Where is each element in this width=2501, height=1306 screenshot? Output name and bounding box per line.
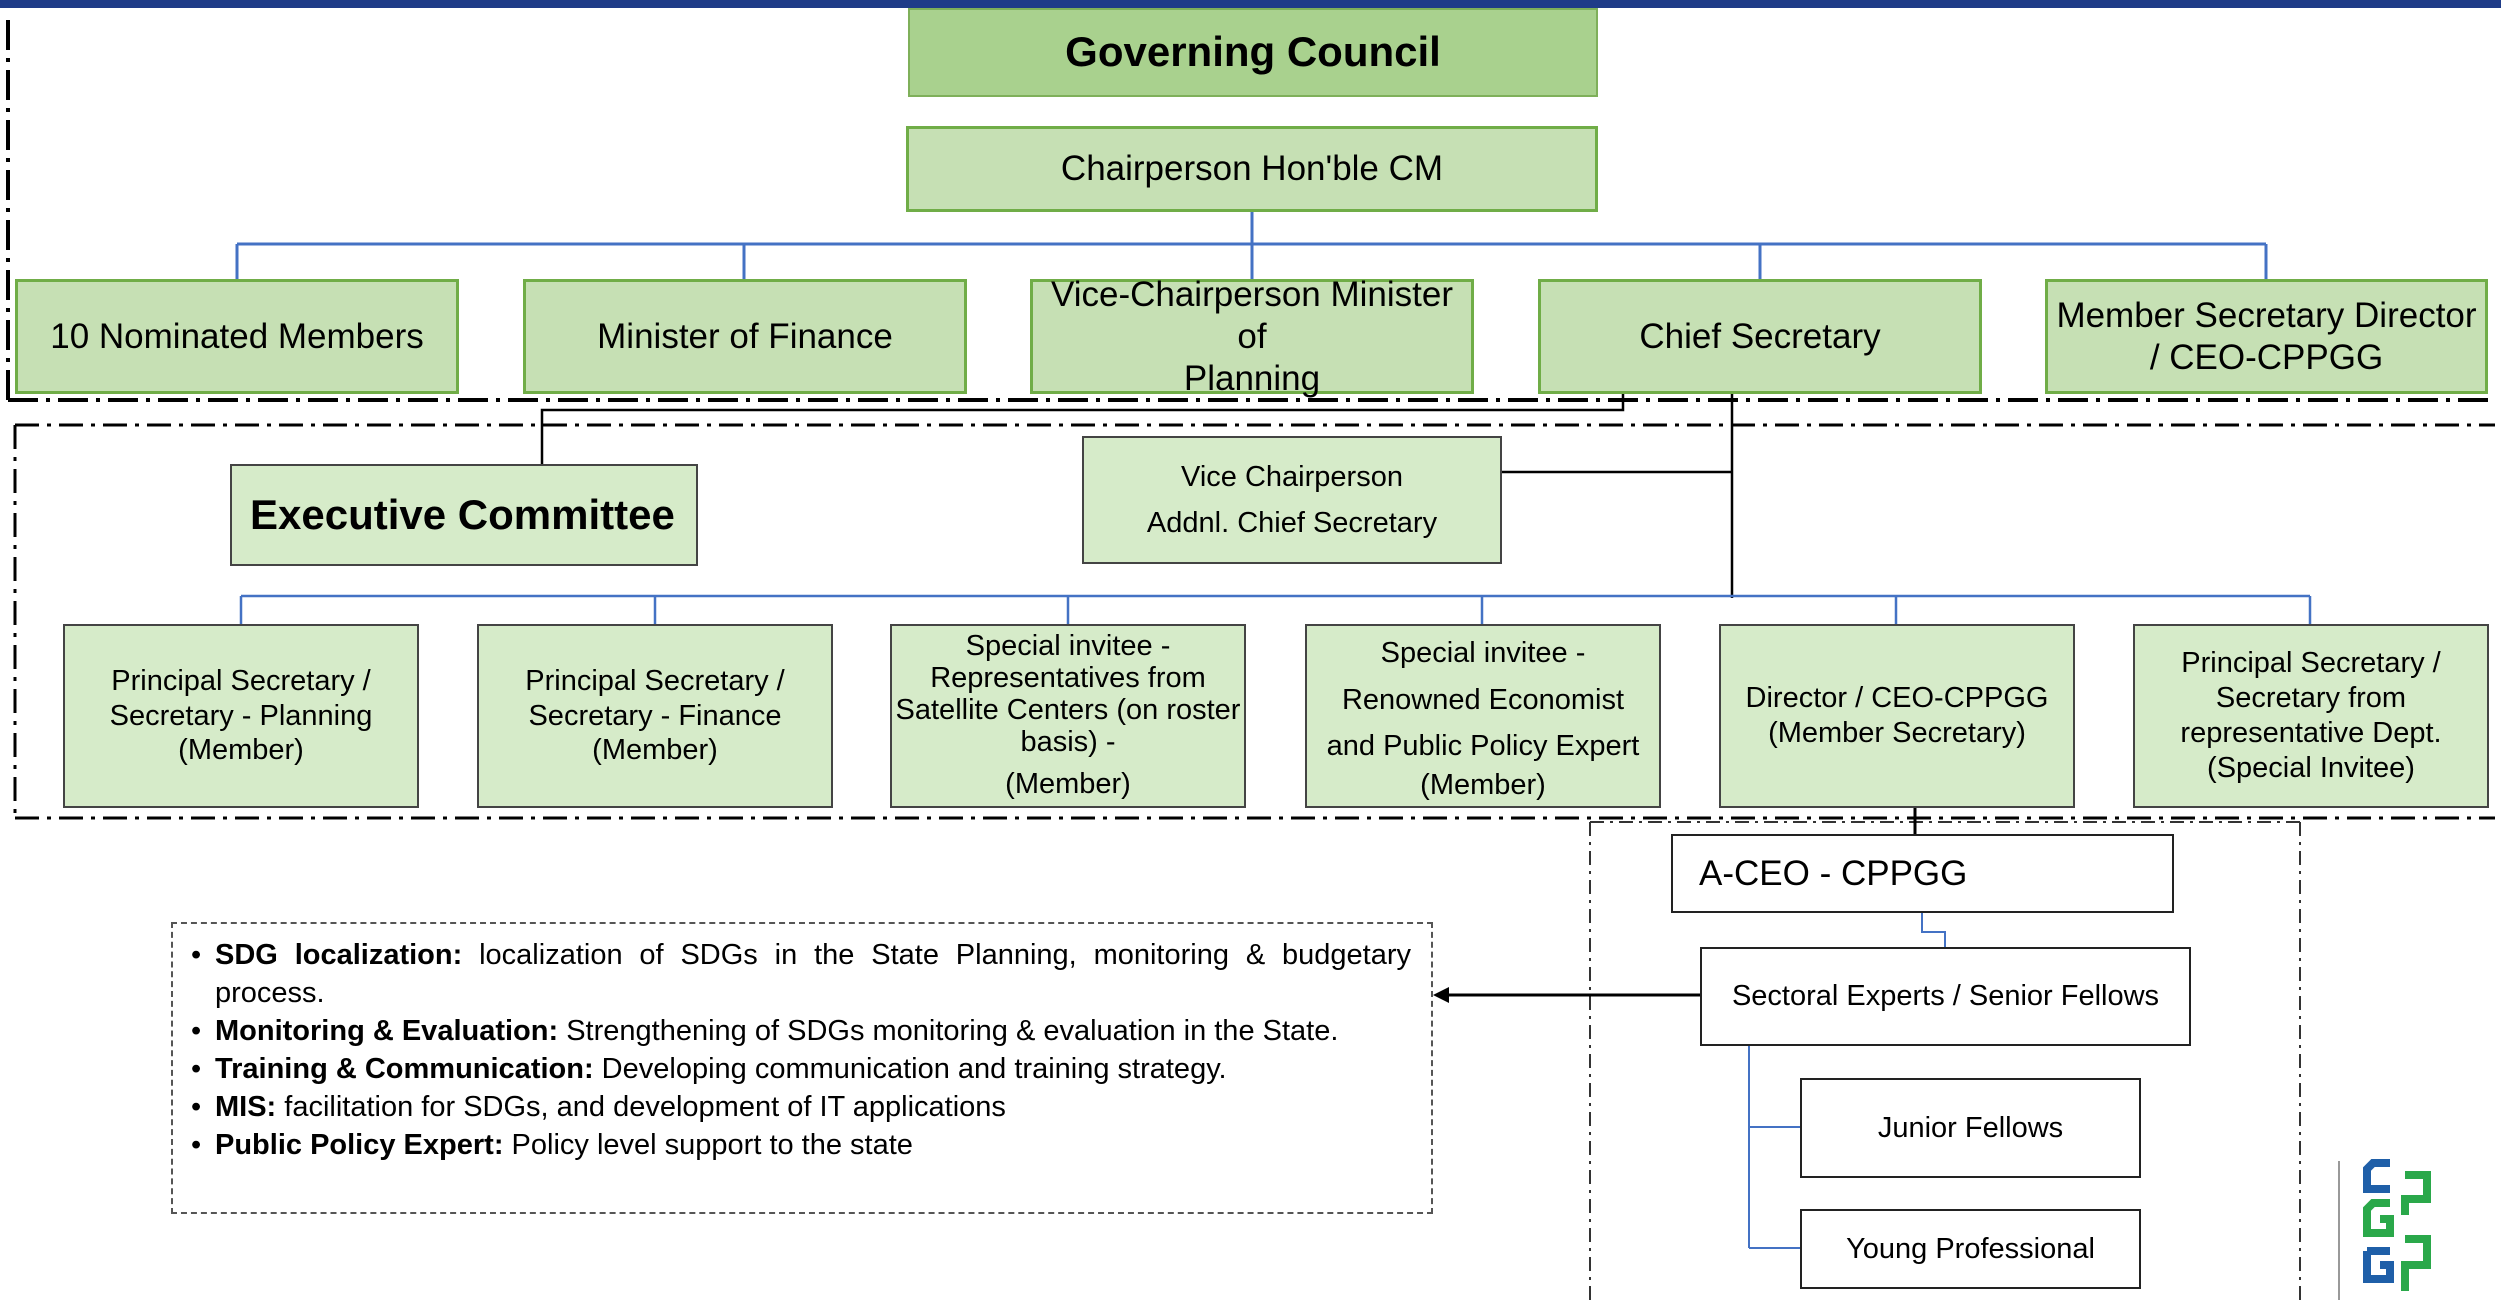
ec-member-2-line1: Principal Secretary / <box>525 664 785 697</box>
sectoral-experts-text: Sectoral Experts / Senior Fellows <box>1731 980 2160 1013</box>
vice-chairperson-line2: Addnl. Chief Secretary <box>1146 507 1438 539</box>
gc-member-1-line1: 10 Nominated Members <box>50 316 424 356</box>
responsibility-item: Monitoring & Evaluation: Strengthening o… <box>189 1012 1411 1050</box>
responsibility-item: SDG localization: localization of SDGs i… <box>189 936 1411 1012</box>
responsibility-title: SDG localization: <box>215 939 463 971</box>
ec-member-2-line2: Secretary - Finance <box>528 699 782 732</box>
responsibility-text: facilitation for SDGs, and development o… <box>276 1091 1006 1123</box>
gc-member-5: Member Secretary Director / CEO-CPPGG <box>2045 279 2488 394</box>
aceo-text: A-CEO - CPPGG <box>1699 853 1968 893</box>
junior-fellows-box: Junior Fellows <box>1800 1078 2141 1178</box>
gc-member-4: Chief Secretary <box>1538 279 1982 394</box>
ec-member-1-line1: Principal Secretary / <box>111 664 371 697</box>
ec-member-4-line2: Renowned Economist <box>1341 683 1625 716</box>
responsibility-text: localization of SDGs in the State Planni… <box>215 939 1411 1009</box>
ec-member-6-line4: (Special Invitee) <box>2207 751 2415 784</box>
ec-member-5-line1: Director / CEO-CPPGG <box>1745 682 2049 715</box>
ec-member-1-line2: Secretary - Planning <box>109 699 373 732</box>
top-accent-bar <box>0 0 2501 8</box>
ec-member-3: Special invitee - Representatives from S… <box>890 624 1246 808</box>
responsibilities-box: SDG localization: localization of SDGs i… <box>171 922 1433 1214</box>
ec-member-2-line3: (Member) <box>592 734 718 767</box>
vice-chairperson-box: Vice Chairperson Addnl. Chief Secretary <box>1082 436 1502 564</box>
ec-member-3-line3: Satellite Centers (on roster <box>895 694 1241 727</box>
ec-member-3-line4: basis) - <box>1020 725 1116 758</box>
chairperson-box: Chairperson Hon'ble CM <box>906 126 1598 212</box>
chairperson-text: Chairperson Hon'ble CM <box>1060 149 1444 188</box>
gc-member-5-line2: / CEO-CPPGG <box>2149 337 2384 377</box>
gc-member-3-line1: Vice-Chairperson Minister of <box>1050 274 1453 356</box>
young-professional-text: Young Professional <box>1846 1232 2095 1265</box>
young-professional-box: Young Professional <box>1800 1209 2141 1289</box>
ec-member-6-line2: Secretary from <box>2215 682 2407 715</box>
gc-member-5-line1: Member Secretary Director <box>2056 295 2477 335</box>
ec-member-2: Principal Secretary / Secretary - Financ… <box>477 624 833 808</box>
gc-member-1: 10 Nominated Members <box>15 279 459 394</box>
vice-chairperson-line1: Vice Chairperson <box>1181 460 1403 493</box>
cgpp-logo-icon <box>2338 1159 2431 1300</box>
ec-member-4: Special invitee - Renowned Economist and… <box>1305 624 1661 808</box>
ec-member-4-line3: and Public Policy Expert <box>1326 730 1640 763</box>
ec-member-4-line1: Special invitee - <box>1380 637 1586 670</box>
ec-member-6: Principal Secretary / Secretary from rep… <box>2133 624 2489 808</box>
executive-committee-title: Executive Committee <box>230 464 698 566</box>
junior-fellows-text: Junior Fellows <box>1877 1111 2064 1144</box>
executive-committee-title-text: Executive Committee <box>250 490 675 538</box>
responsibilities-list: SDG localization: localization of SDGs i… <box>189 936 1411 1164</box>
ec-member-6-line3: representative Dept. <box>2180 717 2442 749</box>
ec-member-6-line1: Principal Secretary / <box>2181 647 2441 680</box>
governing-council-title-text: Governing Council <box>1065 28 1441 76</box>
aceo-box: A-CEO - CPPGG <box>1671 834 2174 913</box>
gc-member-2-line1: Minister of Finance <box>597 316 893 356</box>
responsibility-title: Monitoring & Evaluation: <box>215 1015 559 1047</box>
responsibility-title: MIS: <box>215 1091 277 1123</box>
responsibility-title: Training & Communication: <box>215 1053 594 1085</box>
governing-council-title: Governing Council <box>908 8 1598 97</box>
ec-member-3-line5: (Member) <box>1005 767 1131 800</box>
responsibility-title: Public Policy Expert: <box>215 1129 504 1161</box>
ec-member-5-line2: (Member Secretary) <box>1768 717 2026 749</box>
responsibility-item: Training & Communication: Developing com… <box>189 1050 1411 1088</box>
responsibility-item: MIS: facilitation for SDGs, and developm… <box>189 1088 1411 1126</box>
gc-member-4-line1: Chief Secretary <box>1639 316 1881 356</box>
gc-member-3: Vice-Chairperson Minister of Planning <box>1030 275 1474 398</box>
responsibility-text: Policy level support to the state <box>503 1129 913 1161</box>
ec-member-3-line2: Representatives from <box>930 662 1206 695</box>
responsibility-text: Developing communication and training st… <box>593 1053 1227 1085</box>
sectoral-experts-box: Sectoral Experts / Senior Fellows <box>1700 947 2191 1046</box>
ec-member-4-line4: (Member) <box>1420 768 1546 801</box>
gc-member-2: Minister of Finance <box>523 279 967 394</box>
ec-member-5: Director / CEO-CPPGG (Member Secretary) <box>1719 624 2075 808</box>
ec-member-3-line1: Special invitee - <box>965 630 1171 663</box>
ec-member-1: Principal Secretary / Secretary - Planni… <box>63 624 419 808</box>
ec-member-1-line3: (Member) <box>178 734 304 767</box>
responsibility-item: Public Policy Expert: Policy level suppo… <box>189 1126 1411 1164</box>
gc-member-3-line2: Planning <box>1183 358 1321 398</box>
responsibility-text: Strengthening of SDGs monitoring & evalu… <box>558 1015 1339 1047</box>
